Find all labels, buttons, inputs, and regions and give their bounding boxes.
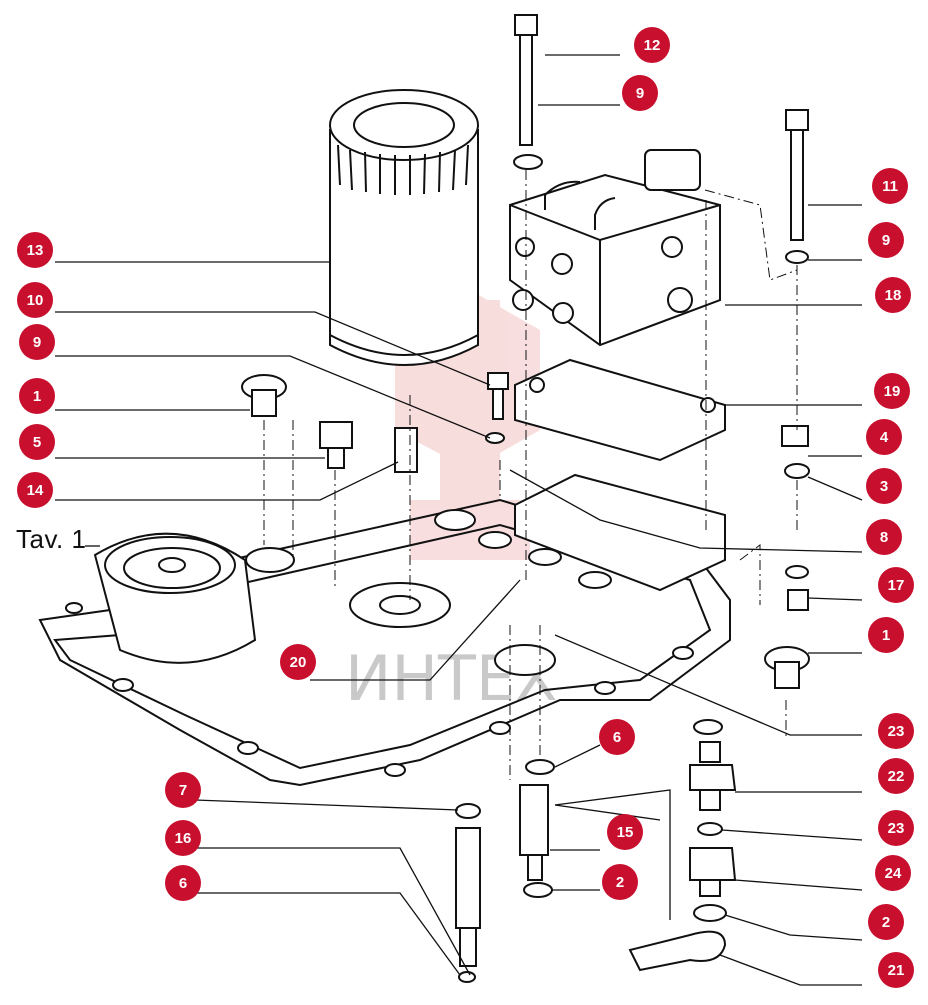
callout-marker[interactable]: 20 <box>280 644 316 680</box>
svg-text:22: 22 <box>888 768 905 785</box>
callout-marker[interactable]: 4 <box>866 419 902 455</box>
callout-markers: 12 9 11 9 18 13 10 9 19 1 5 4 3 14 8 17 … <box>17 27 914 988</box>
svg-text:1: 1 <box>33 388 41 405</box>
svg-text:10: 10 <box>27 292 44 309</box>
svg-text:19: 19 <box>884 383 901 400</box>
callout-marker[interactable]: 1 <box>19 378 55 414</box>
svg-text:18: 18 <box>885 287 902 304</box>
callout-marker[interactable]: 9 <box>868 222 904 258</box>
svg-text:8: 8 <box>880 529 888 546</box>
svg-text:15: 15 <box>617 824 634 841</box>
callout-marker[interactable]: 17 <box>878 567 914 603</box>
svg-text:12: 12 <box>644 37 661 54</box>
svg-text:7: 7 <box>179 782 187 799</box>
callout-marker[interactable]: 11 <box>872 168 908 204</box>
callout-marker[interactable]: 6 <box>165 865 201 901</box>
callout-marker[interactable]: 18 <box>875 277 911 313</box>
washers <box>455 154 810 983</box>
callout-marker[interactable]: 5 <box>19 424 55 460</box>
callout-marker[interactable]: 12 <box>634 27 670 63</box>
callout-marker[interactable]: 14 <box>17 472 53 508</box>
callout-marker[interactable]: 6 <box>599 719 635 755</box>
callout-marker[interactable]: 23 <box>878 810 914 846</box>
svg-text:16: 16 <box>175 830 192 847</box>
svg-text:9: 9 <box>636 85 644 102</box>
bolts <box>319 14 809 469</box>
svg-text:21: 21 <box>888 962 905 979</box>
valve-block <box>509 149 721 347</box>
svg-text:4: 4 <box>880 429 889 446</box>
callout-marker[interactable]: 2 <box>602 864 638 900</box>
callout-marker[interactable]: 9 <box>19 324 55 360</box>
leader-lines <box>55 54 863 986</box>
mounting-plate <box>514 358 726 592</box>
svg-text:3: 3 <box>880 478 888 495</box>
svg-text:2: 2 <box>882 914 890 931</box>
callout-marker[interactable]: 23 <box>878 713 914 749</box>
svg-text:2: 2 <box>616 874 624 891</box>
figure-title: Tav. 1 <box>16 524 87 554</box>
callout-marker[interactable]: 21 <box>878 952 914 988</box>
callout-marker[interactable]: 8 <box>866 519 902 555</box>
svg-text:9: 9 <box>33 334 41 351</box>
svg-text:6: 6 <box>179 875 187 892</box>
alignment-axes <box>263 170 798 780</box>
svg-text:5: 5 <box>33 434 41 451</box>
callout-marker[interactable]: 19 <box>874 373 910 409</box>
callout-marker[interactable]: 2 <box>868 904 904 940</box>
svg-text:23: 23 <box>888 723 905 740</box>
svg-text:20: 20 <box>290 654 307 671</box>
svg-text:24: 24 <box>885 865 902 882</box>
svg-text:17: 17 <box>888 577 905 594</box>
callout-marker[interactable]: 24 <box>875 855 911 891</box>
svg-text:9: 9 <box>882 232 890 249</box>
svg-text:14: 14 <box>27 482 44 499</box>
callout-marker[interactable]: 22 <box>878 758 914 794</box>
callout-marker[interactable]: 3 <box>866 468 902 504</box>
svg-text:13: 13 <box>27 242 44 259</box>
oil-filter <box>329 89 479 366</box>
callout-marker[interactable]: 13 <box>17 232 53 268</box>
svg-text:23: 23 <box>888 820 905 837</box>
callout-marker[interactable]: 10 <box>17 282 53 318</box>
callout-marker[interactable]: 7 <box>165 772 201 808</box>
callout-marker[interactable]: 9 <box>622 75 658 111</box>
fittings <box>241 374 810 972</box>
callout-marker[interactable]: 16 <box>165 820 201 856</box>
callout-marker[interactable]: 1 <box>868 617 904 653</box>
sump-pan <box>38 498 731 787</box>
svg-text:6: 6 <box>613 729 621 746</box>
callout-marker[interactable]: 15 <box>607 814 643 850</box>
svg-text:11: 11 <box>882 178 898 195</box>
svg-text:1: 1 <box>882 627 890 644</box>
